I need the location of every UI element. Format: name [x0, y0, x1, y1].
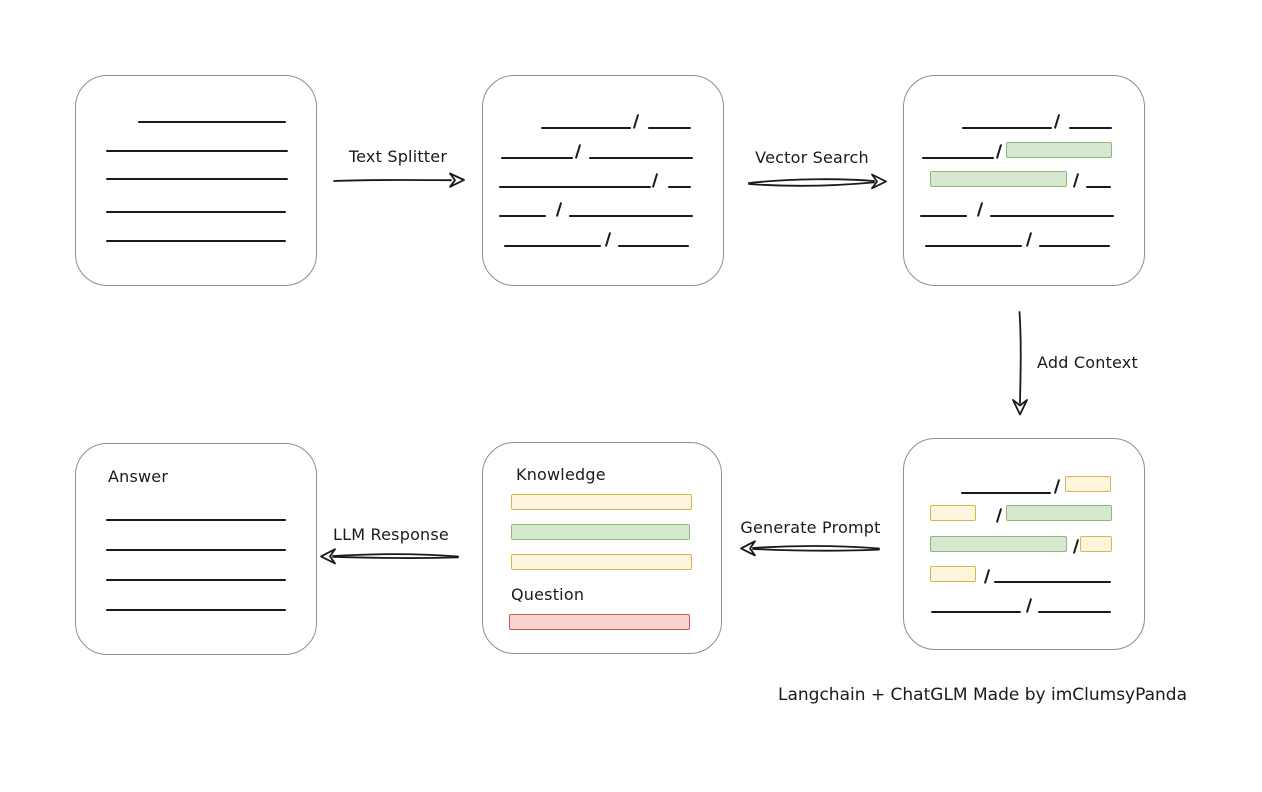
- credit-text: Langchain + ChatGLM Made by imClumsyPand…: [778, 685, 1187, 705]
- knowledge-yellow-bar: [511, 554, 692, 570]
- text-line: [589, 157, 693, 159]
- chunk-separator-slash: [574, 144, 582, 159]
- chunk-separator-slash: [1053, 114, 1061, 129]
- text-line: [106, 178, 288, 180]
- answer-label: Answer: [108, 467, 169, 486]
- chunk-separator-slash: [651, 173, 659, 188]
- text-line: [106, 211, 286, 213]
- context-chunk-yellow-bar: [930, 566, 976, 582]
- text-line: [1086, 186, 1111, 188]
- add-context-arrow-label: Add Context: [1037, 353, 1138, 372]
- text-line: [668, 186, 691, 188]
- answer-box: Answer: [75, 443, 317, 655]
- generate-prompt-arrow-label: Generate Prompt: [740, 518, 881, 537]
- knowledge-yellow-bar: [511, 494, 692, 510]
- text-line: [961, 492, 1051, 494]
- text-line: [106, 609, 286, 611]
- matched-chunk-green-bar: [930, 171, 1067, 187]
- chunk-separator-slash: [1025, 598, 1033, 613]
- chunk-separator-slash: [1072, 539, 1080, 554]
- chunk-separator-slash: [555, 202, 563, 217]
- question-label: Question: [511, 585, 585, 604]
- text-line: [618, 245, 689, 247]
- text-line: [1038, 611, 1111, 613]
- text-line: [106, 579, 286, 581]
- chunk-separator-slash: [995, 508, 1003, 523]
- prompt-box: Knowledge Question: [482, 442, 722, 654]
- text-line: [499, 186, 651, 188]
- text-splitter-arrow-label: Text Splitter: [348, 147, 448, 166]
- text-line: [106, 549, 286, 551]
- chunk-separator-slash: [1053, 479, 1061, 494]
- chunk-separator-slash: [995, 144, 1003, 159]
- generate-prompt-arrow: [740, 540, 880, 557]
- text-line: [138, 121, 286, 123]
- context-chunks-box: [903, 438, 1145, 650]
- text-line: [106, 519, 286, 521]
- text-line: [499, 215, 546, 217]
- matched-chunk-green-bar: [930, 536, 1067, 552]
- matched-chunk-green-bar: [1006, 505, 1112, 521]
- context-chunk-yellow-bar: [1080, 536, 1112, 552]
- chunk-separator-slash: [1072, 173, 1080, 188]
- knowledge-green-bar: [511, 524, 690, 540]
- context-chunk-yellow-bar: [1065, 476, 1111, 492]
- context-chunk-yellow-bar: [930, 505, 976, 521]
- text-line: [106, 240, 286, 242]
- text-line: [994, 581, 1111, 583]
- text-line: [925, 245, 1022, 247]
- vector-search-arrow-label: Vector Search: [755, 148, 869, 167]
- text-line: [569, 215, 693, 217]
- text-line: [501, 157, 573, 159]
- add-context-arrow: [1012, 311, 1028, 416]
- chunk-separator-slash: [1025, 232, 1033, 247]
- llm-response-arrow-label: LLM Response: [333, 525, 449, 544]
- question-red-bar: [509, 614, 690, 630]
- chunk-separator-slash: [604, 232, 612, 247]
- text-line: [106, 150, 288, 152]
- text-line: [931, 611, 1021, 613]
- knowledge-label: Knowledge: [516, 465, 606, 484]
- chunk-separator-slash: [632, 114, 640, 129]
- chunks-box: [482, 75, 724, 286]
- document-box: [75, 75, 317, 286]
- text-line: [922, 157, 994, 159]
- chunk-separator-slash: [983, 569, 991, 584]
- text-line: [648, 127, 691, 129]
- text-line: [541, 127, 631, 129]
- text-line: [920, 215, 967, 217]
- text-splitter-arrow: [333, 172, 465, 188]
- text-line: [504, 245, 601, 247]
- text-line: [962, 127, 1052, 129]
- chunk-separator-slash: [976, 202, 984, 217]
- text-line: [990, 215, 1114, 217]
- matched-chunk-green-bar: [1006, 142, 1112, 158]
- llm-response-arrow: [320, 548, 459, 565]
- matched-chunks-box: [903, 75, 1145, 286]
- text-line: [1069, 127, 1112, 129]
- text-line: [1039, 245, 1110, 247]
- vector-search-arrow: [748, 173, 887, 190]
